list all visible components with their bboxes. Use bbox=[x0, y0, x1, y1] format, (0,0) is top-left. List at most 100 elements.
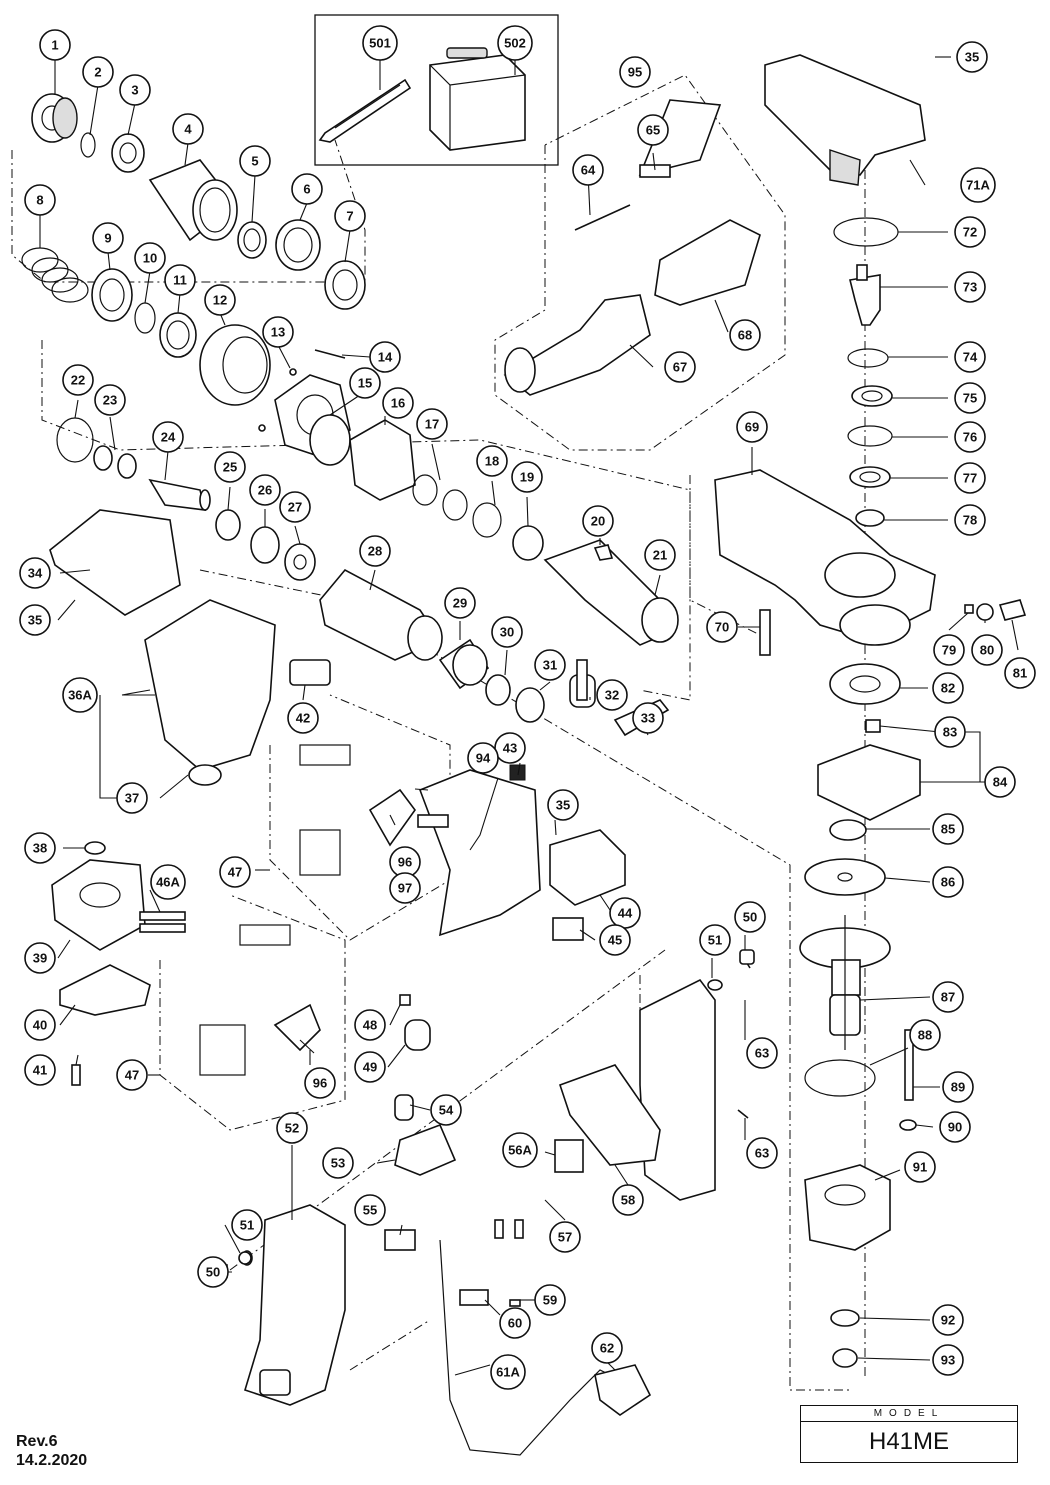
callout-73: 73 bbox=[954, 271, 986, 303]
callout-56A: 56A bbox=[502, 1132, 538, 1168]
callout-31: 31 bbox=[534, 649, 566, 681]
leader-lines bbox=[39, 56, 1019, 1376]
callout-number: 77 bbox=[963, 471, 977, 486]
callout-number: 71A bbox=[966, 178, 990, 193]
callout-20: 20 bbox=[582, 505, 614, 537]
callout-30: 30 bbox=[491, 616, 523, 648]
callout-35: 35 bbox=[956, 41, 988, 73]
callout-number: 82 bbox=[941, 681, 955, 696]
callout-87: 87 bbox=[932, 981, 964, 1013]
callout-number: 20 bbox=[591, 514, 605, 529]
callout-61A: 61A bbox=[490, 1354, 526, 1390]
callout-number: 502 bbox=[504, 36, 526, 51]
revision-date: 14.2.2020 bbox=[16, 1452, 88, 1469]
callout-76: 76 bbox=[954, 421, 986, 453]
callout-number: 11 bbox=[173, 273, 187, 288]
callout-52: 52 bbox=[276, 1112, 308, 1144]
callout-41: 41 bbox=[24, 1054, 56, 1086]
callout-number: 85 bbox=[941, 822, 955, 837]
callout-number: 1 bbox=[51, 38, 58, 53]
callout-34: 34 bbox=[19, 557, 51, 589]
callout-number: 43 bbox=[503, 741, 517, 756]
callout-40: 40 bbox=[24, 1009, 56, 1041]
callout-15: 15 bbox=[349, 367, 381, 399]
callout-86: 86 bbox=[932, 866, 964, 898]
callout-22: 22 bbox=[62, 364, 94, 396]
callout-74: 74 bbox=[954, 341, 986, 373]
callout-number: 65 bbox=[646, 123, 660, 138]
callout-number: 29 bbox=[453, 596, 467, 611]
callout-number: 13 bbox=[271, 325, 285, 340]
callout-number: 92 bbox=[941, 1313, 955, 1328]
callout-number: 93 bbox=[941, 1353, 955, 1368]
revision-label: Rev.6 bbox=[16, 1433, 58, 1450]
callout-number: 48 bbox=[363, 1018, 377, 1033]
callout-8: 8 bbox=[24, 184, 56, 216]
callout-35: 35 bbox=[19, 604, 51, 636]
callout-number: 6 bbox=[303, 182, 310, 197]
callout-11: 11 bbox=[164, 264, 196, 296]
callout-91: 91 bbox=[904, 1151, 936, 1183]
callout-53: 53 bbox=[322, 1147, 354, 1179]
callout-501: 501 bbox=[362, 25, 398, 61]
callout-number: 39 bbox=[33, 951, 47, 966]
callout-number: 89 bbox=[951, 1080, 965, 1095]
callout-35: 35 bbox=[547, 789, 579, 821]
callout-49: 49 bbox=[354, 1051, 386, 1083]
callout-number: 97 bbox=[398, 881, 412, 896]
callout-number: 59 bbox=[543, 1293, 557, 1308]
callout-55: 55 bbox=[354, 1194, 386, 1226]
callout-number: 94 bbox=[476, 751, 491, 766]
callout-64: 64 bbox=[572, 154, 604, 186]
callout-62: 62 bbox=[591, 1332, 623, 1364]
callout-48: 48 bbox=[354, 1009, 386, 1041]
group-outlines bbox=[11, 14, 866, 1391]
callout-67: 67 bbox=[664, 351, 696, 383]
callout-number: 84 bbox=[993, 775, 1008, 790]
callout-number: 42 bbox=[296, 711, 310, 726]
callout-number: 81 bbox=[1013, 666, 1027, 681]
callout-number: 46A bbox=[156, 875, 180, 890]
callout-number: 15 bbox=[358, 376, 372, 391]
callout-number: 8 bbox=[36, 193, 43, 208]
callout-19: 19 bbox=[511, 461, 543, 493]
callout-71A: 71A bbox=[960, 167, 996, 203]
callout-number: 69 bbox=[745, 420, 759, 435]
callout-75: 75 bbox=[954, 382, 986, 414]
callout-number: 55 bbox=[363, 1203, 377, 1218]
callout-502: 502 bbox=[497, 25, 533, 61]
callout-number: 47 bbox=[125, 1068, 139, 1083]
carry-case-502 bbox=[429, 47, 526, 151]
callout-16: 16 bbox=[382, 387, 414, 419]
callout-37: 37 bbox=[116, 782, 148, 814]
callout-13: 13 bbox=[262, 316, 294, 348]
callout-number: 47 bbox=[228, 865, 242, 880]
chisel-501 bbox=[318, 78, 412, 143]
callout-number: 33 bbox=[641, 711, 655, 726]
callout-number: 10 bbox=[143, 251, 157, 266]
callout-number: 23 bbox=[103, 393, 117, 408]
callout-65: 65 bbox=[637, 114, 669, 146]
callout-9: 9 bbox=[92, 222, 124, 254]
callout-number: 22 bbox=[71, 373, 85, 388]
callout-69: 69 bbox=[736, 411, 768, 443]
callout-number: 70 bbox=[715, 620, 729, 635]
callout-6: 6 bbox=[291, 173, 323, 205]
callout-80: 80 bbox=[971, 634, 1003, 666]
callout-93: 93 bbox=[932, 1344, 964, 1376]
callout-number: 51 bbox=[708, 933, 722, 948]
callout-number: 76 bbox=[963, 430, 977, 445]
callout-number: 91 bbox=[913, 1160, 927, 1175]
callout-layer: 1234567891011121314151617181920212223242… bbox=[19, 25, 1036, 1390]
callout-number: 30 bbox=[500, 625, 514, 640]
callout-number: 12 bbox=[213, 293, 227, 308]
callout-85: 85 bbox=[932, 813, 964, 845]
callout-number: 96 bbox=[313, 1076, 327, 1091]
callout-50: 50 bbox=[734, 901, 766, 933]
callout-90: 90 bbox=[939, 1111, 971, 1143]
callout-number: 18 bbox=[485, 454, 499, 469]
callout-number: 21 bbox=[653, 548, 667, 563]
callout-18: 18 bbox=[476, 445, 508, 477]
callout-number: 35 bbox=[965, 50, 979, 65]
callout-63: 63 bbox=[746, 1037, 778, 1069]
